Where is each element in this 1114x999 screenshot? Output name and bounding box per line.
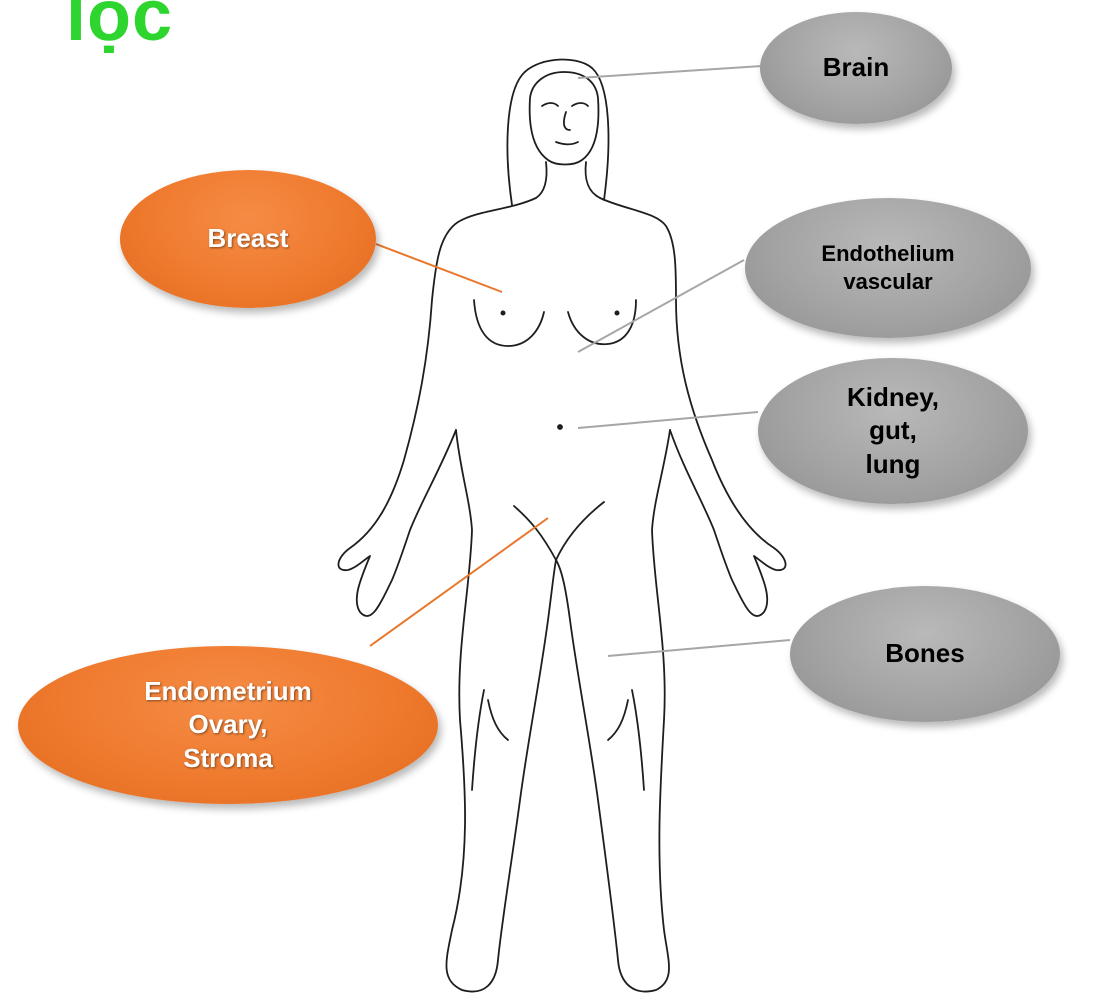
shin-right [632, 690, 644, 790]
kidney-bubble: Kidney, gut, lung [758, 358, 1028, 504]
endothelium-label: Endothelium vascular [821, 240, 954, 296]
bones-label: Bones [885, 637, 964, 670]
hip-right [556, 430, 670, 992]
endometrium-bubble: Endometrium Ovary, Stroma [18, 646, 438, 804]
left-nipple [501, 311, 506, 316]
left-eye [542, 103, 558, 106]
kidney-label: Kidney, gut, lung [847, 381, 939, 481]
breast-bubble: Breast [120, 170, 376, 308]
shin-left [472, 690, 484, 790]
endometrium-label: Endometrium Ovary, Stroma [144, 675, 312, 775]
hip-left [446, 430, 556, 992]
mouth [556, 142, 578, 144]
neck-right [586, 162, 600, 198]
neck-left [536, 162, 547, 198]
female-body-outline [338, 60, 785, 992]
left-breast [474, 300, 544, 346]
hair-outline [507, 60, 608, 205]
leader-line-endometrium [370, 518, 548, 646]
breast-label: Breast [208, 222, 289, 255]
leader-line-bones [608, 640, 790, 656]
navel [558, 425, 562, 429]
leader-line-brain [578, 66, 762, 78]
right-nipple [615, 311, 620, 316]
right-knee [608, 700, 628, 740]
brain-label: Brain [823, 51, 889, 84]
left-knee [488, 700, 508, 740]
nose [564, 112, 570, 130]
brain-bubble: Brain [760, 12, 952, 124]
leader-line-endothelium [578, 260, 744, 352]
leader-line-kidney [578, 412, 758, 428]
groin [514, 502, 604, 560]
bones-bubble: Bones [790, 586, 1060, 722]
right-eye [572, 103, 588, 106]
endothelium-bubble: Endothelium vascular [745, 198, 1031, 338]
